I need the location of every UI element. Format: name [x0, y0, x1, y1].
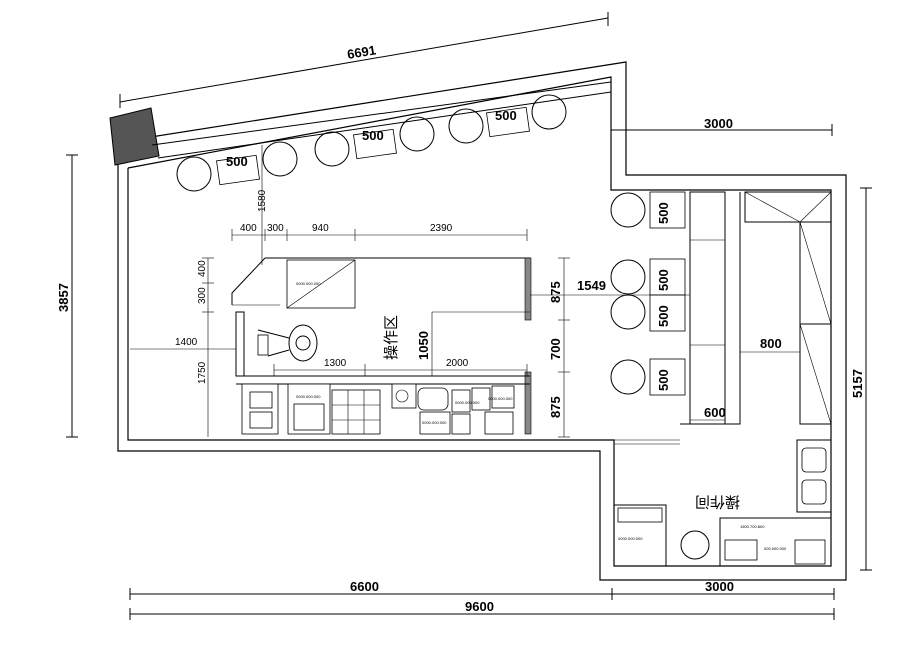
equipment-spec: 0000.000.000 — [422, 420, 447, 425]
equipment-spec: 0000.000.000 — [455, 400, 480, 405]
column-block — [109, 107, 160, 166]
table-width-label: 500 — [495, 108, 517, 123]
dim-940: 940 — [312, 223, 329, 234]
dim-1300: 1300 — [324, 358, 347, 369]
equipment-spec: 0000.000.000 — [488, 396, 513, 401]
stool — [262, 141, 298, 177]
operation-area: 0000.000.000 0000.000.000 0000.000.000 0… — [231, 257, 532, 435]
operation-area-label: 操作区 — [383, 315, 400, 360]
dim-400: 400 — [240, 223, 257, 234]
dim-875-top: 875 — [548, 281, 563, 303]
table-width-label: 500 — [656, 369, 671, 391]
equipment-spec: 0000.000.000 — [618, 536, 643, 541]
dim-2390: 2390 — [430, 223, 453, 234]
equipment-spec: 000.000.000 — [764, 546, 787, 551]
dim-bottom-right: 3000 — [705, 579, 734, 594]
dim-vert-400: 400 — [197, 260, 208, 277]
dim-vert-300: 300 — [197, 287, 208, 304]
table-width-label: 500 — [656, 202, 671, 224]
dim-800: 800 — [760, 336, 782, 351]
stool — [314, 131, 350, 167]
dimension-lines: 6691 3000 3857 5157 6600 3000 9600 — [56, 12, 872, 620]
dim-bottom-total: 9600 — [465, 599, 494, 614]
operation-room-label: 操作间 — [695, 493, 740, 510]
dim-1549: 1549 — [577, 278, 606, 293]
dim-left-1750: 1750 — [197, 361, 208, 384]
side-seating: 500 500 500 500 — [610, 191, 686, 396]
table-width-label: 500 — [656, 269, 671, 291]
stool — [448, 108, 484, 144]
dim-right-height: 5157 — [850, 369, 865, 398]
dim-2000: 2000 — [446, 358, 469, 369]
booth-bench — [680, 191, 832, 425]
dim-left-height: 3857 — [56, 283, 71, 312]
dim-right-upper: 3000 — [704, 116, 733, 131]
table-width-label: 500 — [656, 305, 671, 327]
equipment-spec: 0000.000.000 — [296, 394, 321, 399]
table-width-label: 500 — [226, 154, 248, 169]
dim-bottom-left: 6600 — [350, 579, 379, 594]
dim-300: 300 — [267, 223, 284, 234]
bar-seating: 500 500 500 — [176, 94, 567, 192]
stool — [531, 94, 567, 130]
dim-left-1400: 1400 — [175, 337, 198, 348]
dim-top-diagonal: 6691 — [346, 42, 377, 62]
dim-1050: 1050 — [416, 331, 431, 360]
chef-figure — [257, 324, 318, 362]
bar-width-dim: 1580 — [257, 189, 268, 212]
table-width-label: 500 — [362, 128, 384, 143]
equipment-spec: 1500.700.800 — [740, 524, 765, 529]
stool — [176, 156, 212, 192]
stool — [399, 116, 435, 152]
operation-room: 0000.000.000 1500.700.800 000.000.000 操作… — [613, 439, 832, 567]
dim-875-bottom: 875 — [548, 396, 563, 418]
equipment-spec: 0000.000.000 — [296, 281, 321, 286]
dim-700: 700 — [548, 338, 563, 360]
dim-600: 600 — [704, 405, 726, 420]
outer-walls — [112, 61, 847, 581]
